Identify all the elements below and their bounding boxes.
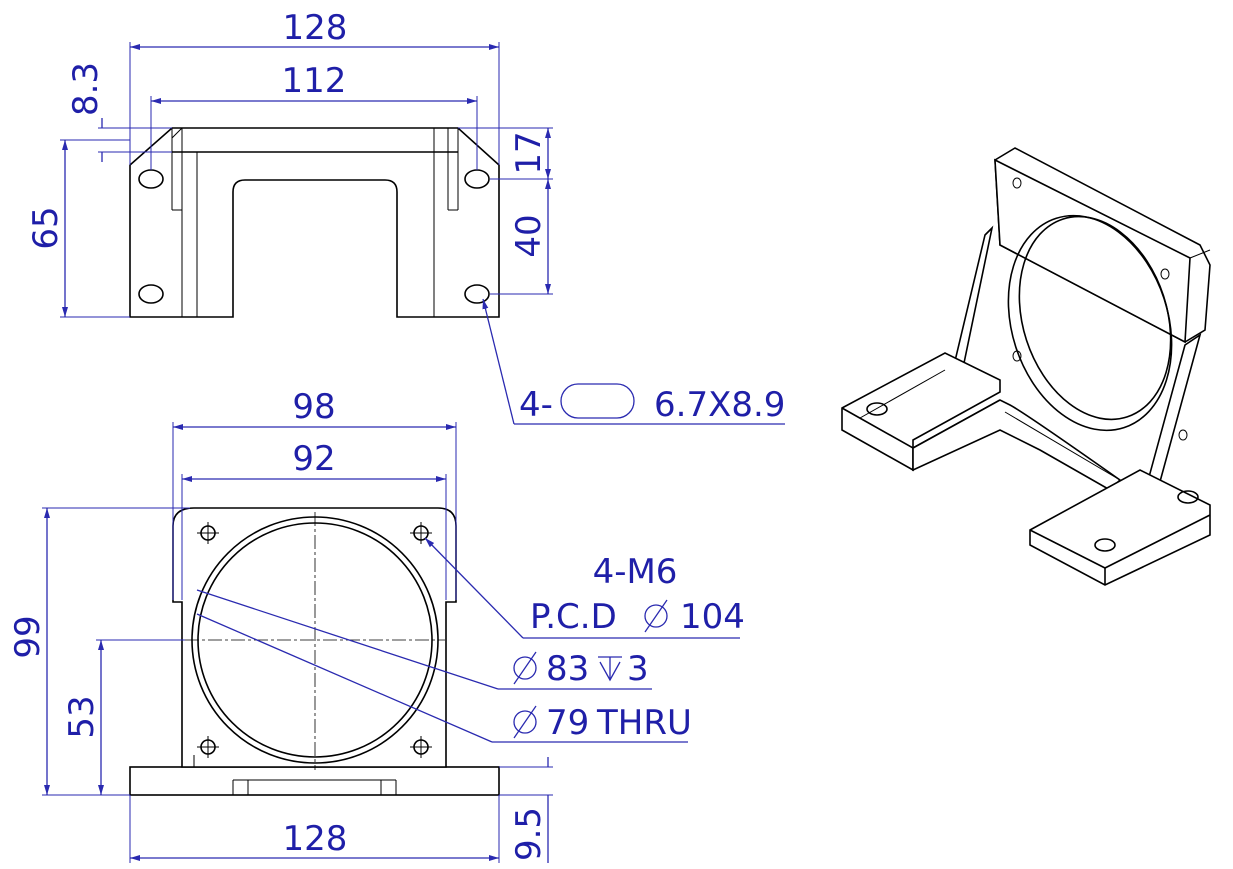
diameter-symbol-icon bbox=[513, 705, 537, 739]
dim-slot-top: 17 bbox=[509, 131, 549, 174]
slot-hole bbox=[138, 169, 164, 189]
thread-note-1: 4-M6 bbox=[593, 552, 678, 592]
slot-note-size: 6.7X8.9 bbox=[654, 385, 785, 425]
slot-shape-icon bbox=[560, 383, 635, 419]
dim-base-thickness: 9.5 bbox=[509, 807, 549, 861]
slot-hole bbox=[464, 169, 490, 189]
dim-hole-spacing: 112 bbox=[282, 61, 347, 101]
thread-note-pcd: P.C.D bbox=[530, 597, 617, 637]
dim-base-width: 128 bbox=[283, 819, 348, 859]
dim-plate-width: 98 bbox=[292, 387, 335, 427]
tapped-hole bbox=[410, 522, 432, 544]
dim-overall-width: 128 bbox=[283, 8, 348, 48]
counterbore-diameter: 83 bbox=[546, 649, 589, 689]
dim-plate-height: 99 bbox=[8, 615, 48, 658]
diameter-symbol-icon bbox=[644, 599, 668, 633]
dim-hole-spacing-top: 92 bbox=[292, 439, 335, 479]
front-view: 128 112 8.3 65 17 40 4- 6.7X8.9 bbox=[26, 8, 785, 425]
thread-note-pcd-value: 104 bbox=[680, 597, 745, 637]
thru-label: THRU bbox=[596, 703, 692, 743]
base-plate bbox=[129, 766, 500, 796]
slot-hole bbox=[464, 284, 490, 304]
tapped-hole bbox=[410, 736, 432, 758]
diameter-symbol-icon bbox=[513, 651, 537, 685]
dim-center-height: 53 bbox=[62, 695, 102, 738]
dim-height: 65 bbox=[26, 206, 66, 249]
slot-hole bbox=[138, 284, 164, 304]
depth-symbol-icon bbox=[598, 656, 622, 682]
counterbore-depth: 3 bbox=[627, 649, 649, 689]
tapped-hole bbox=[197, 736, 219, 758]
isometric-view bbox=[841, 147, 1211, 586]
front-view-outline bbox=[129, 127, 500, 318]
thru-diameter: 79 bbox=[546, 703, 589, 743]
dim-flange-offset: 8.3 bbox=[66, 62, 106, 116]
dim-slot-spacing: 40 bbox=[509, 214, 549, 257]
top-view: 98 92 99 53 128 9.5 4-M6 P.C.D bbox=[8, 387, 745, 863]
slot-note-prefix: 4- bbox=[519, 385, 553, 425]
tapped-hole bbox=[197, 522, 219, 544]
mount-plate bbox=[172, 507, 457, 768]
